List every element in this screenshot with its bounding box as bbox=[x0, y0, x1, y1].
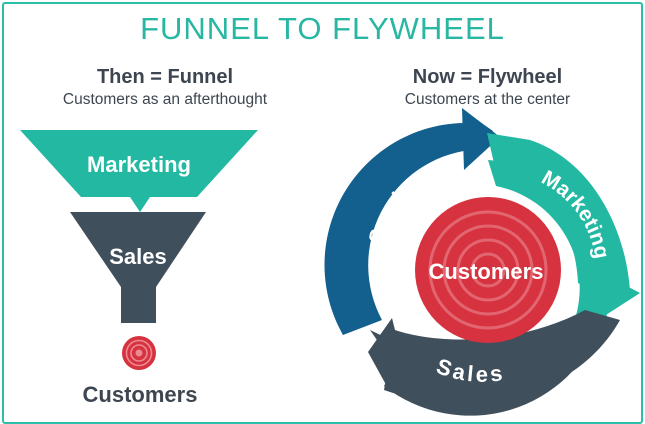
flywheel-arrow-service bbox=[462, 108, 500, 170]
flywheel-arrow-sales bbox=[368, 318, 400, 392]
customer-target-icon bbox=[122, 336, 156, 370]
funnel-diagram: Marketing Sales bbox=[20, 130, 258, 370]
flywheel-marketing-tail bbox=[497, 176, 600, 295]
customers-target-center bbox=[415, 197, 561, 343]
funnel-heading: Then = Funnel bbox=[96, 66, 234, 88]
flywheel-segment-service-body bbox=[324, 123, 470, 335]
flywheel-heading: Now = Flywheel bbox=[412, 66, 563, 88]
funnel-stage-label-sales: Sales bbox=[109, 244, 167, 269]
flywheel-diagram: Customers Service Marketing Sales bbox=[324, 108, 640, 416]
flywheel-marketing-fill bbox=[487, 133, 630, 295]
flywheel-sales-body bbox=[384, 310, 620, 404]
flywheel-center-label: Customers bbox=[429, 259, 544, 284]
funnel-subheading: Customers as an afterthought bbox=[62, 91, 268, 108]
funnel-sales-stage bbox=[70, 212, 206, 323]
flywheel-subheading: Customers at the center bbox=[404, 91, 571, 108]
main-title: FUNNEL TO FLYWHEEL bbox=[140, 11, 505, 46]
funnel-stage-label-marketing: Marketing bbox=[87, 152, 191, 177]
funnel-customers-label: Customers bbox=[82, 382, 198, 407]
funnel-marketing-stage bbox=[20, 130, 258, 212]
